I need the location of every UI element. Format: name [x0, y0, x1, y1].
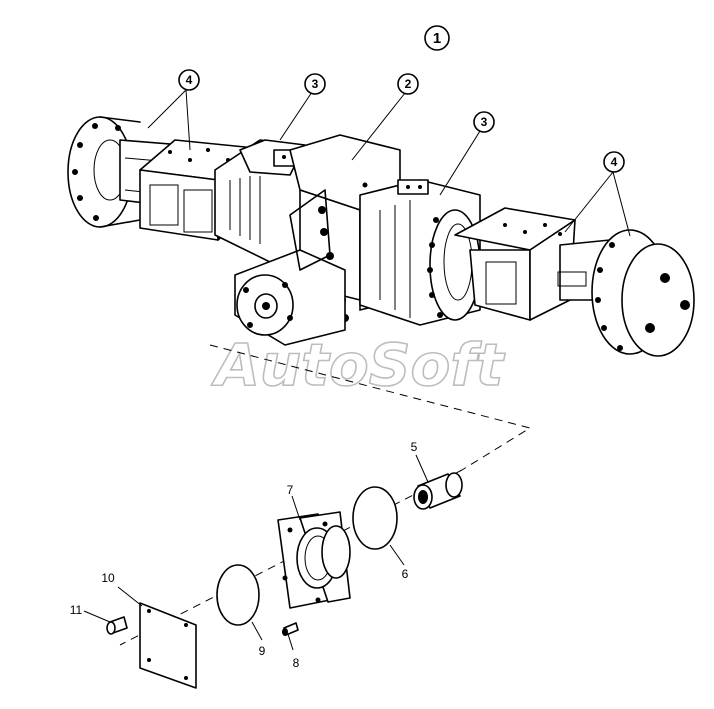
assembly-number-badge: 1 [424, 25, 450, 51]
watermark: AutoSoft [211, 331, 506, 399]
callout-7: 7 [287, 483, 294, 497]
callout-4-left: 4 [178, 69, 200, 91]
left-hub-flange [67, 116, 141, 228]
callout-3-right: 3 [473, 111, 495, 133]
right-hub-flange [591, 229, 695, 357]
flange-housing-part [277, 511, 351, 609]
callout-leaders [83, 89, 631, 651]
screw-part [282, 622, 299, 636]
cover-plate-part [139, 602, 197, 689]
callout-5: 5 [411, 440, 418, 454]
callout-2: 2 [397, 73, 419, 95]
svg-text:4: 4 [186, 73, 193, 87]
svg-text:3: 3 [312, 77, 319, 91]
callout-9: 9 [259, 644, 266, 658]
explode-leader-line [209, 344, 532, 471]
svg-text:3: 3 [481, 115, 488, 129]
axle-assembly [67, 116, 695, 357]
bushing-part [413, 472, 463, 510]
callout-6: 6 [402, 567, 409, 581]
plug-part [106, 616, 128, 635]
svg-text:4: 4 [611, 155, 618, 169]
callout-8: 8 [293, 656, 300, 670]
callout-4-right: 4 [603, 151, 625, 173]
callout-3-left: 3 [304, 73, 326, 95]
svg-text:2: 2 [405, 77, 412, 91]
assembly-number: 1 [433, 30, 441, 47]
gasket-part [216, 564, 260, 626]
pinion-housing [234, 189, 346, 346]
o-ring-part [352, 486, 398, 550]
callout-10: 10 [101, 571, 115, 585]
callout-11: 11 [70, 603, 83, 617]
right-planetary-housing [359, 179, 481, 326]
